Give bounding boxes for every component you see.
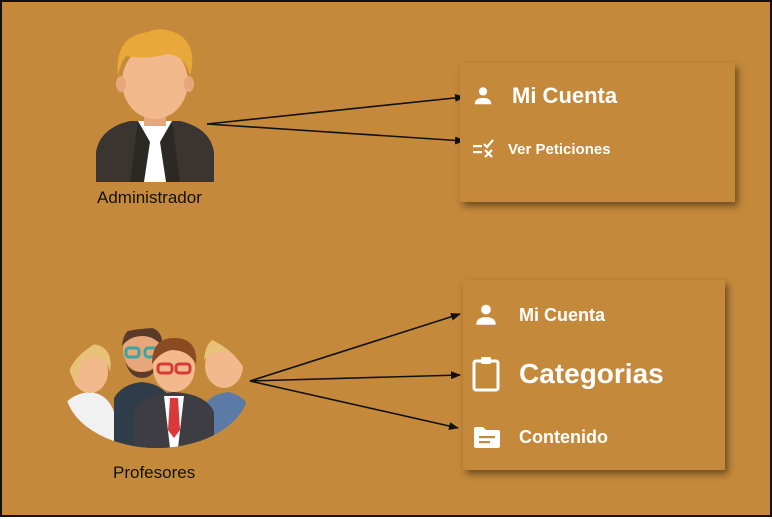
- arrow-teachers-to-mi-cuenta: [249, 312, 461, 382]
- admin-menu-item-mi-cuenta[interactable]: Mi Cuenta: [472, 81, 617, 111]
- teacher-menu-item-categorias[interactable]: Categorias: [471, 354, 664, 394]
- folder-icon: [473, 425, 501, 449]
- admin-person-icon: [96, 29, 214, 182]
- admin-label: Administrador: [97, 188, 202, 207]
- teachers-label: Profesores: [113, 463, 196, 482]
- arrow-teachers-to-categorias: [249, 371, 461, 382]
- arrow-teachers-to-contenido: [249, 380, 459, 430]
- admin-menu-item-ver-peticiones[interactable]: Ver Peticiones: [472, 137, 611, 161]
- teacher-menu-card: Mi Cuenta Categorias Contenido: [463, 280, 725, 470]
- teachers-avatar: [62, 320, 252, 448]
- arrow-admin-to-mi-cuenta: [206, 93, 465, 125]
- arrow-admin-to-ver-peticiones: [206, 123, 465, 145]
- admin-menu-card: Mi Cuenta Ver Peticiones: [460, 63, 735, 202]
- teacher-menu-item-contenido[interactable]: Contenido: [473, 422, 608, 452]
- admin-avatar: [90, 24, 220, 182]
- teachers-group-icon: [65, 328, 249, 448]
- checklist-icon: [472, 139, 496, 159]
- person-icon: [472, 85, 494, 107]
- teacher-menu-item-mi-cuenta[interactable]: Mi Cuenta: [473, 300, 605, 330]
- clipboard-icon: [471, 356, 501, 392]
- person-icon: [473, 302, 499, 328]
